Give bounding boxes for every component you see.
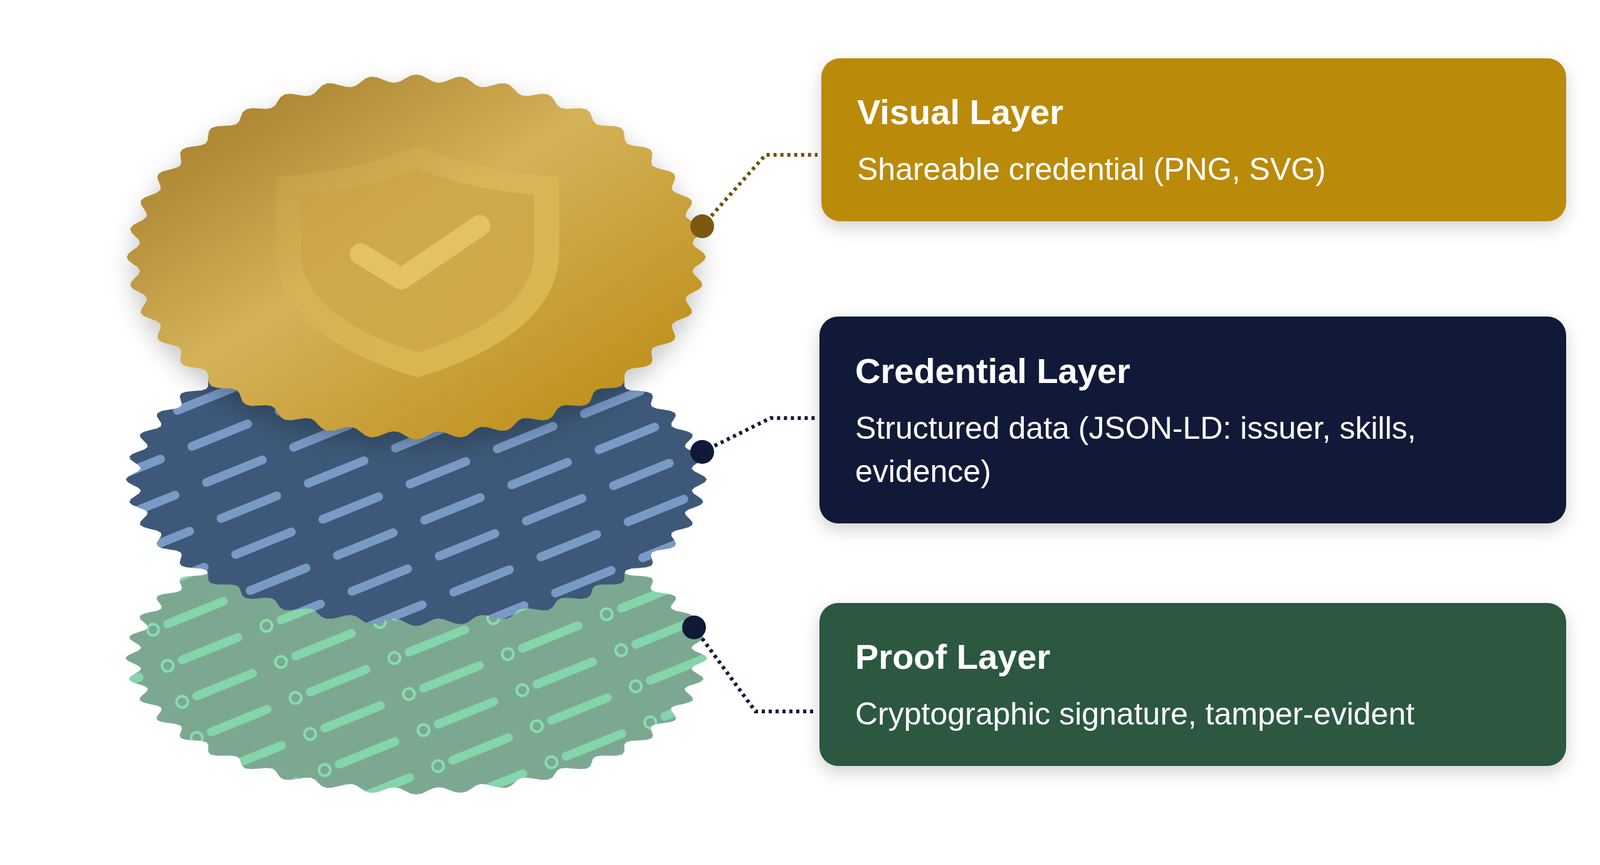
visual-seal	[126, 74, 706, 441]
shield-icon	[275, 145, 560, 378]
visual-layer-box: Visual LayerShareable credential (PNG, S…	[821, 58, 1567, 222]
layer-description: Cryptographic signature, tamper-evident	[855, 692, 1531, 737]
layer-description: Structured data (JSON-LD: issuer, skills…	[855, 406, 1531, 494]
layer-title: Visual Layer	[857, 90, 1531, 133]
credential-layer-box: Credential LayerStructured data (JSON-LD…	[819, 316, 1567, 524]
layer-title: Proof Layer	[855, 635, 1531, 678]
layer-title: Credential Layer	[855, 349, 1531, 392]
check-mark	[360, 225, 480, 279]
layer-description: Shareable credential (PNG, SVG)	[857, 147, 1531, 192]
proof-layer-box: Proof LayerCryptographic signature, tamp…	[819, 603, 1567, 767]
leader-dots	[682, 214, 715, 640]
leader-lines	[694, 154, 818, 712]
